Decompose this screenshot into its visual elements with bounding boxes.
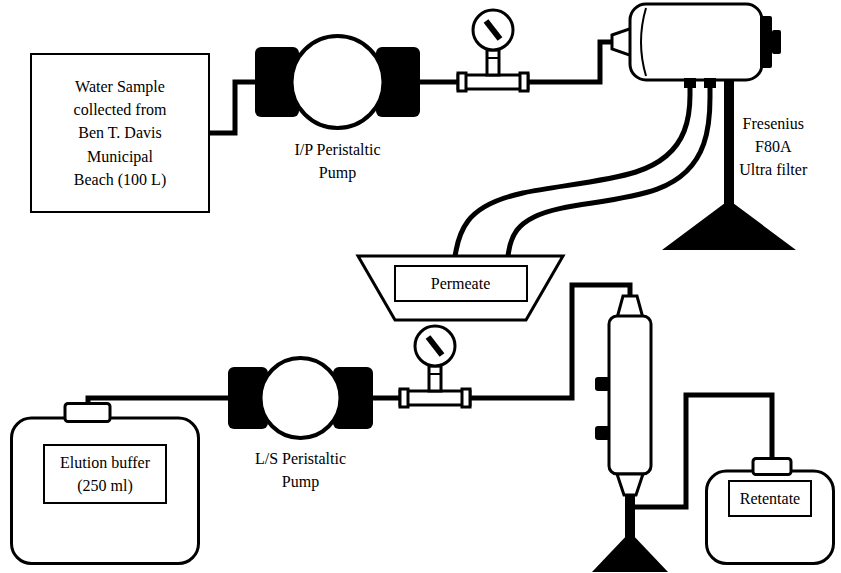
gauge-dial — [415, 326, 455, 366]
tee-collar — [458, 73, 466, 91]
tube-connector — [88, 398, 228, 402]
jug-cap — [65, 404, 110, 422]
stand-base — [662, 200, 796, 250]
filter-knob — [772, 30, 781, 54]
jug-label: Elution buffer (250 ml) — [55, 451, 155, 497]
label-block: L/S Peristaltic Pump — [228, 447, 373, 493]
jug-label: Retentate — [740, 487, 800, 510]
filter-port — [684, 78, 696, 88]
tube-connector — [508, 88, 710, 256]
filter-cartridge — [592, 296, 668, 572]
pump-head — [292, 36, 384, 128]
tee-collar — [520, 73, 528, 91]
label-block: Water Sample collected from Ben T. Davis… — [70, 75, 170, 191]
pressure-gauge — [400, 326, 470, 407]
gauge-stem — [487, 50, 499, 75]
filter-body — [630, 4, 762, 80]
pump-label: L/S Peristaltic Pump — [251, 447, 351, 493]
sample-box: Water Sample collected from Ben T. Davis… — [30, 53, 210, 213]
gauge-needle — [428, 337, 442, 355]
basin-outline — [358, 256, 563, 320]
label-box: Elution buffer (250 ml) — [43, 444, 167, 504]
tee-collar — [400, 389, 408, 407]
cartridge-port — [595, 426, 610, 440]
buffer-jug: Elution buffer (250 ml) — [10, 402, 200, 565]
tee-fitting — [400, 391, 470, 405]
jug-body — [12, 418, 199, 564]
gauge-dial — [473, 10, 513, 50]
peristaltic-pump: I/P Peristaltic Pump — [255, 35, 420, 184]
label-box: Permeate — [394, 265, 528, 302]
pump-label: I/P Peristaltic Pump — [288, 138, 388, 184]
jug-cap — [753, 459, 791, 475]
gauge-collar — [487, 57, 499, 59]
pump-shape — [228, 357, 373, 439]
peristaltic-pump: L/S Peristaltic Pump — [228, 357, 373, 493]
pump-head — [261, 358, 341, 438]
filter-end — [641, 8, 646, 76]
gauge-needle — [486, 21, 500, 39]
retentate-jug: Retentate — [705, 457, 835, 565]
filter-port — [704, 78, 716, 88]
cartridge-body — [609, 316, 651, 474]
cartridge-port — [595, 377, 610, 391]
gauge-collar — [429, 373, 441, 375]
cartridge-nozzle — [617, 474, 643, 495]
tee-collar — [462, 389, 470, 407]
basin-label: Permeate — [406, 272, 516, 295]
filter-cap — [760, 16, 772, 68]
permeate-basin: Permeate — [358, 256, 563, 320]
stand-pole — [724, 80, 734, 210]
gauge-stem — [429, 366, 441, 391]
label-block: I/P Peristaltic Pump — [255, 138, 420, 184]
pressure-gauge — [458, 10, 528, 91]
tube-connector — [210, 82, 255, 133]
label-box: Retentate — [728, 480, 812, 517]
tee-fitting — [458, 75, 528, 89]
sample-label: Water Sample collected from Ben T. Davis… — [70, 75, 170, 191]
tube-connector — [455, 88, 690, 256]
jug-body — [707, 471, 834, 564]
filter-label: Fresenius F80A Ultra filter — [738, 112, 809, 182]
pump-shape — [255, 35, 420, 130]
ultrafilter: Fresenius F80A Ultra filter — [600, 0, 838, 255]
stand-base — [592, 532, 668, 572]
label-block: Fresenius F80A Ultra filter — [738, 112, 809, 182]
